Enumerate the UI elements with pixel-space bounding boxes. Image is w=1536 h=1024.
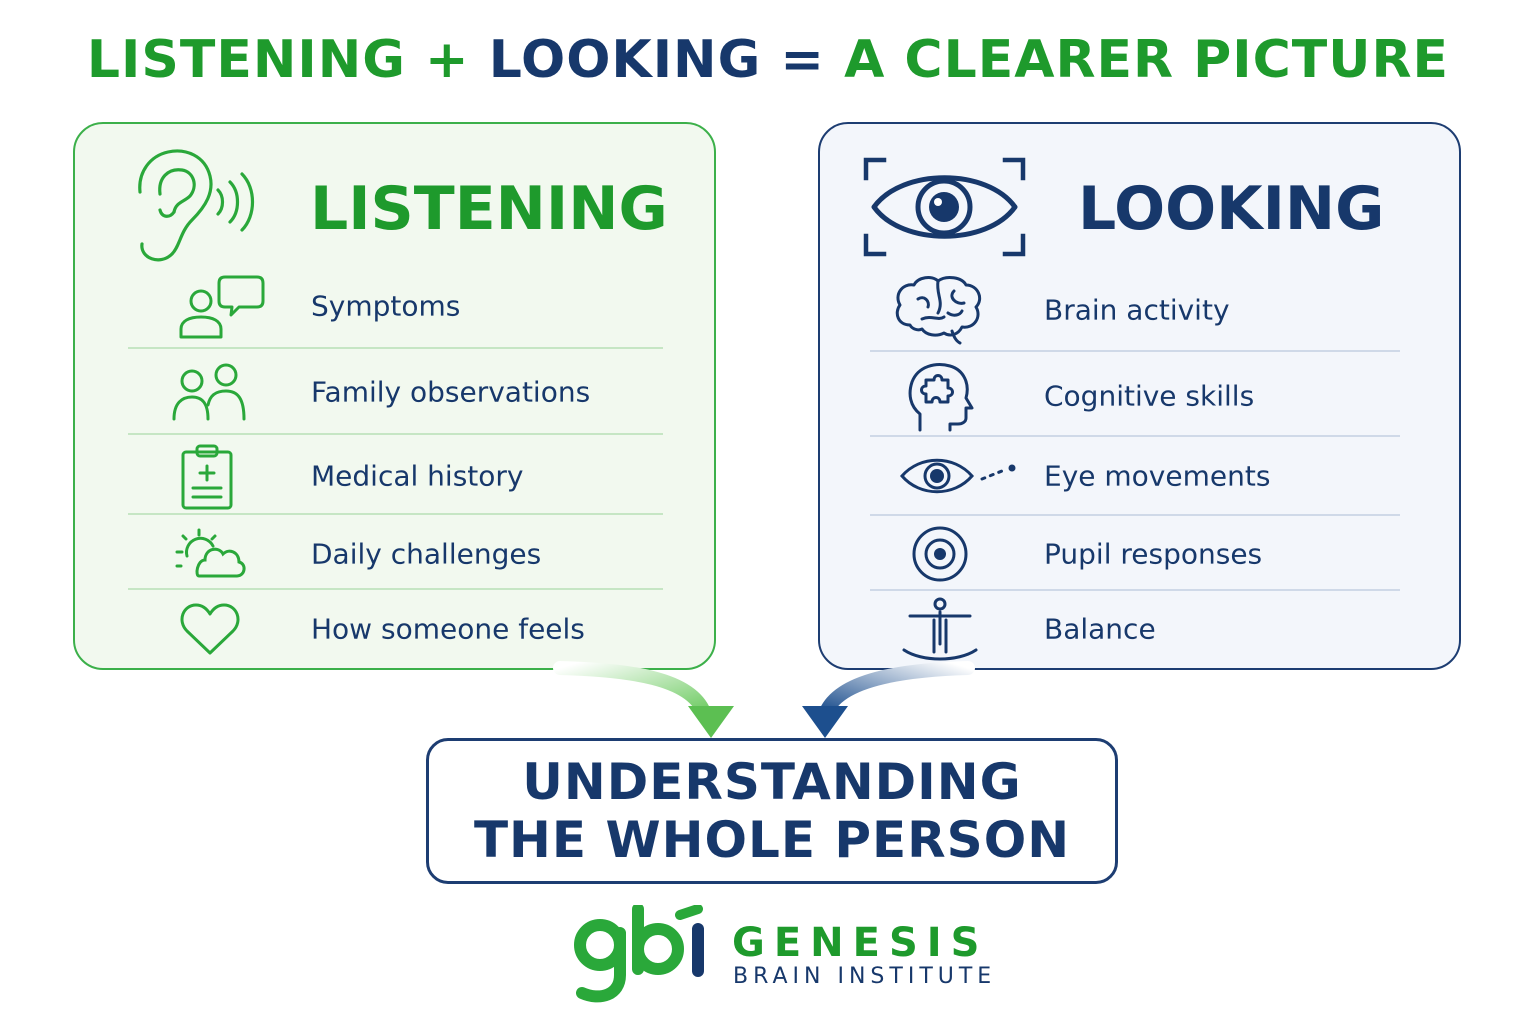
list-item-label: Pupil responses — [1044, 537, 1263, 571]
list-item: Brain activity — [820, 270, 1459, 350]
logo-subtitle: BRAIN INSTITUTE — [733, 964, 997, 989]
divider — [870, 350, 1400, 352]
ear-with-sound-waves-icon — [138, 149, 254, 262]
list-item-label: Symptoms — [311, 289, 461, 323]
divider — [870, 435, 1400, 437]
title-looking: LOOKING — [488, 30, 762, 90]
eye-in-frame-icon — [863, 157, 1026, 257]
divider — [128, 347, 663, 349]
green-arrow — [553, 661, 734, 738]
page-title: LISTENING + LOOKING = A CLEARER PICTURE — [0, 30, 1536, 90]
divider — [128, 513, 663, 515]
brain-icon — [895, 276, 982, 345]
result-line-1: UNDERSTANDING — [522, 753, 1022, 811]
title-plus: + — [425, 30, 470, 90]
list-item: Eye movements — [820, 436, 1459, 516]
logo-name: GENESIS — [732, 920, 989, 966]
genesis-brain-institute-logo-icon — [574, 905, 704, 1003]
navy-arrow — [802, 661, 975, 738]
people-speech-bubble-icon — [179, 275, 265, 339]
result-box: UNDERSTANDING THE WHOLE PERSON — [426, 738, 1118, 884]
eye-tracking-icon — [900, 458, 1016, 494]
sun-cloud-icon — [175, 528, 246, 578]
target-pupil-icon — [912, 526, 968, 582]
list-item: Balance — [820, 589, 1459, 669]
balance-figure-icon — [902, 597, 978, 661]
list-item: Cognitive skills — [820, 356, 1459, 436]
title-equals: = — [780, 30, 825, 90]
divider — [128, 588, 663, 590]
two-people-icon — [172, 363, 246, 421]
listening-panel: LISTENING Symptoms Family observations — [73, 122, 716, 670]
list-item-label: Eye movements — [1044, 459, 1271, 493]
list-item-label: How someone feels — [311, 612, 585, 646]
list-item-label: Cognitive skills — [1044, 379, 1255, 413]
title-listening: LISTENING — [86, 30, 406, 90]
list-item-label: Balance — [1044, 612, 1156, 646]
divider — [870, 589, 1400, 591]
title-clearer-picture: A CLEARER PICTURE — [844, 30, 1450, 90]
list-item-label: Medical history — [311, 459, 524, 493]
looking-panel: LOOKING Brain activity Cognitive skills — [818, 122, 1461, 670]
list-item: Family observations — [75, 352, 714, 432]
divider — [128, 433, 663, 435]
list-item: How someone feels — [75, 589, 714, 669]
divider — [870, 514, 1400, 516]
listening-heading: LISTENING — [310, 174, 668, 244]
heart-icon — [180, 603, 240, 655]
looking-heading: LOOKING — [1078, 174, 1385, 244]
list-item: Daily challenges — [75, 514, 714, 594]
list-item: Symptoms — [75, 266, 714, 346]
list-item-label: Family observations — [311, 375, 591, 409]
list-item: Pupil responses — [820, 514, 1459, 594]
list-item-label: Brain activity — [1044, 293, 1230, 327]
clipboard-medical-icon — [181, 444, 233, 510]
result-line-2: THE WHOLE PERSON — [473, 811, 1071, 869]
list-item-label: Daily challenges — [311, 537, 542, 571]
head-puzzle-icon — [908, 363, 974, 432]
list-item: Medical history — [75, 436, 714, 516]
